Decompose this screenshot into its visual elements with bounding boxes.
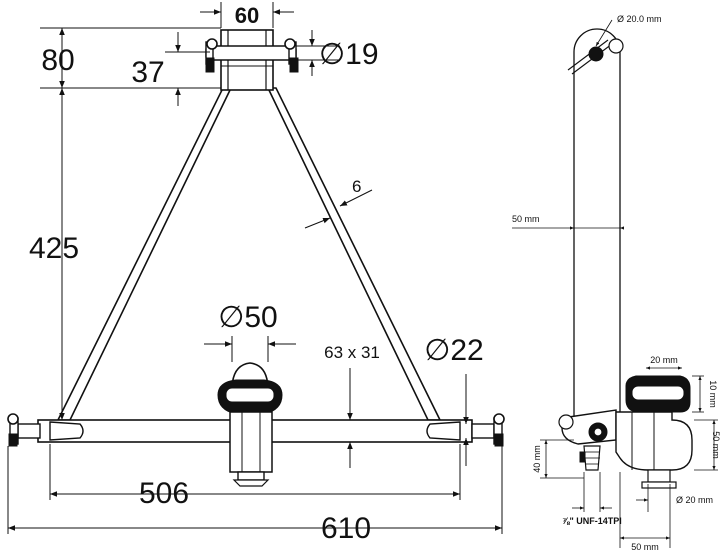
- dim-pin-diameter-side: Ø 20 mm: [676, 495, 713, 505]
- side-view: Ø 20.0 mm 50 mm 20 mm 10 mm 50 mm 40 mm …: [512, 14, 720, 552]
- dim-top-hole-diameter: Ø 20.0 mm: [617, 14, 662, 24]
- dim-clamp-height: 10 mm: [708, 380, 718, 408]
- dim-pin-diameter: ∅19: [319, 38, 379, 71]
- dim-side-width: 50 mm: [512, 214, 540, 224]
- main-view: 60 80 37 ∅19 425 6 ∅50 63 x 31 ∅22 506 6…: [7, 2, 505, 545]
- dim-overall-width: 610: [321, 512, 371, 545]
- dim-bar-section: 63 x 31: [324, 343, 380, 362]
- dimension-lines: [7, 2, 503, 534]
- top-pin: [205, 38, 299, 73]
- dimension-labels: 60 80 37 ∅19 425 6 ∅50 63 x 31 ∅22 506 6…: [29, 3, 484, 545]
- dim-clamp-total-height: 50 mm: [711, 431, 720, 459]
- tow-ball: [217, 362, 283, 487]
- dim-base-width: 50 mm: [631, 542, 659, 552]
- dim-pin-spacing: 37: [131, 56, 164, 89]
- dim-inner-width: 506: [139, 477, 189, 510]
- dim-clamp-width: 20 mm: [650, 355, 678, 365]
- side-upright: [567, 28, 624, 426]
- dim-height: 425: [29, 232, 79, 265]
- dim-thread-spec: ⅞" UNF-14TPI: [562, 516, 622, 526]
- side-clamp: [558, 375, 693, 489]
- dim-top-width: 60: [235, 3, 259, 28]
- dim-thread-depth: 40 mm: [532, 445, 542, 473]
- bottom-pin-right: [471, 413, 505, 447]
- dim-ball-diameter: ∅50: [218, 301, 278, 334]
- side-dimension-labels: Ø 20.0 mm 50 mm 20 mm 10 mm 50 mm 40 mm …: [512, 14, 720, 552]
- side-dimension-lines: [512, 19, 718, 548]
- dim-plate-thickness: 6: [352, 177, 361, 196]
- dim-top-height: 80: [41, 44, 74, 77]
- bottom-pin-left: [7, 413, 41, 447]
- dim-bottom-pin-diameter: ∅22: [424, 334, 484, 367]
